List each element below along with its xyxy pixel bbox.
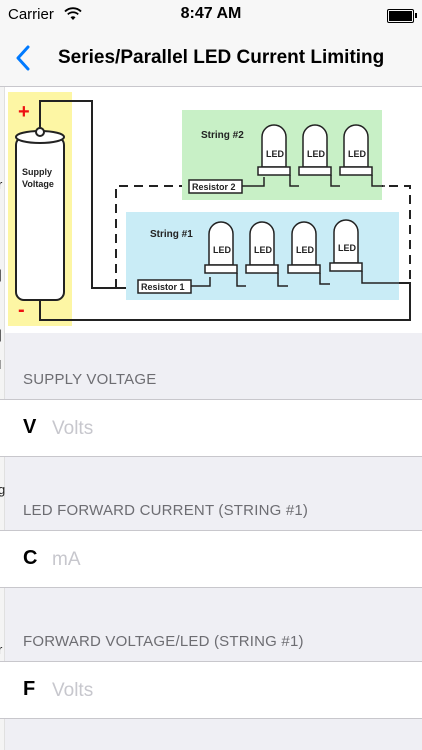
svg-text:LED: LED [213, 245, 232, 255]
svg-text:LED: LED [254, 245, 273, 255]
status-bar: Carrier 8:47 AM [0, 0, 422, 30]
string1-label: String #1 [150, 229, 193, 240]
edge-glyph: g [0, 482, 6, 497]
svg-text:LED: LED [296, 245, 315, 255]
led-current-section: LED FORWARD CURRENT (STRING #1) C [0, 464, 422, 588]
led-string1-1: LED [204, 221, 238, 274]
wifi-icon [64, 7, 82, 20]
edge-glyph: r [0, 642, 3, 657]
edge-glyph: r [0, 177, 3, 192]
svg-text:LED: LED [348, 149, 367, 159]
section-header: SUPPLY VOLTAGE [23, 371, 157, 388]
carrier-label: Carrier [8, 6, 54, 23]
led-string1-4: LED [329, 219, 363, 272]
plus-sign: + [18, 101, 30, 123]
field-label: V [23, 416, 37, 438]
forward-voltage-input[interactable] [50, 675, 394, 707]
section-header: LED FORWARD CURRENT (STRING #1) [23, 502, 309, 519]
edge-glyph: ] [0, 267, 2, 282]
navigation-bar: Series/Parallel LED Current Limiting [0, 30, 422, 87]
circuit-diagram: + - Supply Voltage String #2 Resistor 2 … [0, 87, 422, 333]
led-current-row: C [0, 530, 422, 588]
svg-text:LED: LED [307, 149, 326, 159]
page-title: Series/Parallel LED Current Limiting [58, 47, 385, 68]
back-button[interactable] [6, 40, 40, 76]
forward-voltage-section: FORWARD VOLTAGE/LED (STRING #1) F [0, 595, 422, 719]
supply-voltage-input[interactable] [50, 413, 394, 445]
svg-text:Resistor 1: Resistor 1 [141, 282, 185, 292]
led-string2-1: LED [257, 124, 291, 176]
led-string1-2: LED [245, 221, 279, 274]
field-label: C [23, 547, 38, 569]
svg-text:LED: LED [266, 149, 285, 159]
section-header: FORWARD VOLTAGE/LED (STRING #1) [23, 633, 304, 650]
led-string2-2: LED [298, 124, 332, 176]
forward-voltage-row: F [0, 661, 422, 719]
battery-cell [15, 136, 65, 301]
led-string1-3: LED [287, 221, 321, 274]
chevron-left-icon [16, 45, 30, 71]
string2-label: String #2 [201, 130, 244, 141]
supply-voltage-row: V [0, 399, 422, 457]
minus-sign: - [18, 299, 25, 321]
supply-label-2: Voltage [22, 179, 54, 189]
battery-icon [387, 9, 417, 23]
led-string2-3: LED [339, 124, 373, 176]
edge-glyph: ] [0, 327, 2, 342]
status-time: 8:47 AM [180, 5, 242, 22]
field-label: F [23, 678, 36, 700]
led-current-input[interactable] [50, 544, 394, 576]
svg-text:Resistor 2: Resistor 2 [192, 182, 236, 192]
supply-voltage-section: SUPPLY VOLTAGE V [0, 333, 422, 457]
supply-label-1: Supply [22, 167, 52, 177]
svg-text:LED: LED [338, 243, 357, 253]
edge-glyph: I [0, 357, 2, 372]
